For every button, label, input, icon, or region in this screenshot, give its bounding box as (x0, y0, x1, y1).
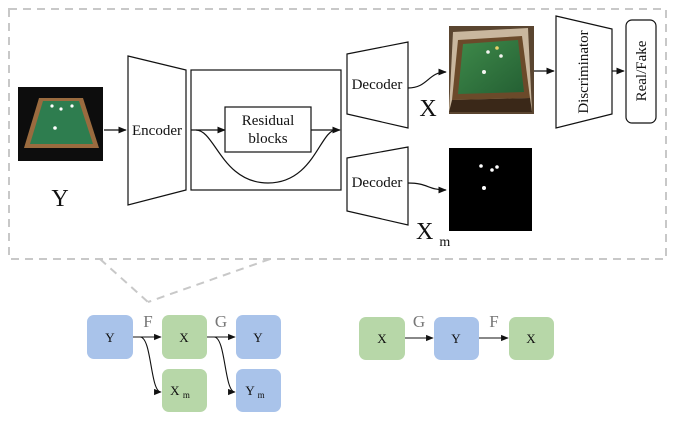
decoder-top-label: Decoder (352, 77, 403, 93)
left-node-ym-label: Y m (245, 383, 264, 400)
encoder-label: Encoder (132, 123, 182, 139)
right-node-y (434, 317, 479, 360)
right-label-f: F (489, 312, 498, 331)
encoder-block (127, 55, 187, 206)
zoom-connector-right (147, 258, 271, 303)
arrow-to-photo (407, 68, 447, 89)
left-node-xm-sub: m (183, 390, 190, 400)
render-image-icon (18, 87, 103, 161)
left-node-xm-label: X m (170, 383, 190, 400)
right-node-x1 (359, 317, 405, 360)
left-node-x-label: X (179, 330, 189, 345)
left-node-ym (236, 369, 281, 412)
residual-blocks (224, 106, 312, 153)
right-node-x1-label: X (377, 331, 387, 346)
left-node-y (87, 315, 133, 359)
skip-connection (195, 129, 337, 184)
real-fake-label: Real/Fake (634, 40, 650, 101)
output-xm-label: X m (416, 219, 450, 250)
decoder-top-block (346, 41, 409, 129)
photo-image-icon (449, 26, 534, 114)
discriminator-block (555, 15, 613, 129)
mask-image-icon (449, 148, 532, 231)
residual-label-line1: Residual (242, 113, 295, 129)
right-label-g: G (413, 312, 425, 331)
output-xm-base: X (416, 219, 433, 245)
left-edge-x-ym (213, 336, 236, 396)
input-label: Y (51, 186, 68, 212)
right-node-x2-label: X (526, 331, 536, 346)
left-label-f: F (143, 312, 152, 331)
left-node-xm (162, 369, 207, 412)
left-node-x (162, 315, 207, 359)
zoom-connector-left (99, 258, 149, 303)
output-xm-sub: m (439, 235, 450, 250)
left-node-ym-base: Y (245, 383, 255, 398)
left-node-y2-label: Y (253, 330, 263, 345)
discriminator-label: Discriminator (576, 30, 592, 113)
zoom-frame (8, 8, 667, 260)
left-edge-y-xm (139, 336, 162, 396)
arrow-to-mask (407, 182, 447, 194)
left-node-y2 (236, 315, 281, 359)
left-node-xm-base: X (170, 383, 180, 398)
decoder-bottom-label: Decoder (352, 175, 403, 191)
residual-label-line2: blocks (248, 131, 287, 147)
right-node-y-label: Y (451, 331, 461, 346)
output-x-label: X (419, 96, 436, 122)
left-label-g: G (215, 312, 227, 331)
left-node-y-label: Y (105, 330, 115, 345)
left-node-ym-sub: m (258, 390, 265, 400)
right-node-x2 (509, 317, 554, 360)
real-fake-box (625, 19, 657, 124)
decoder-bottom-block (346, 146, 409, 226)
